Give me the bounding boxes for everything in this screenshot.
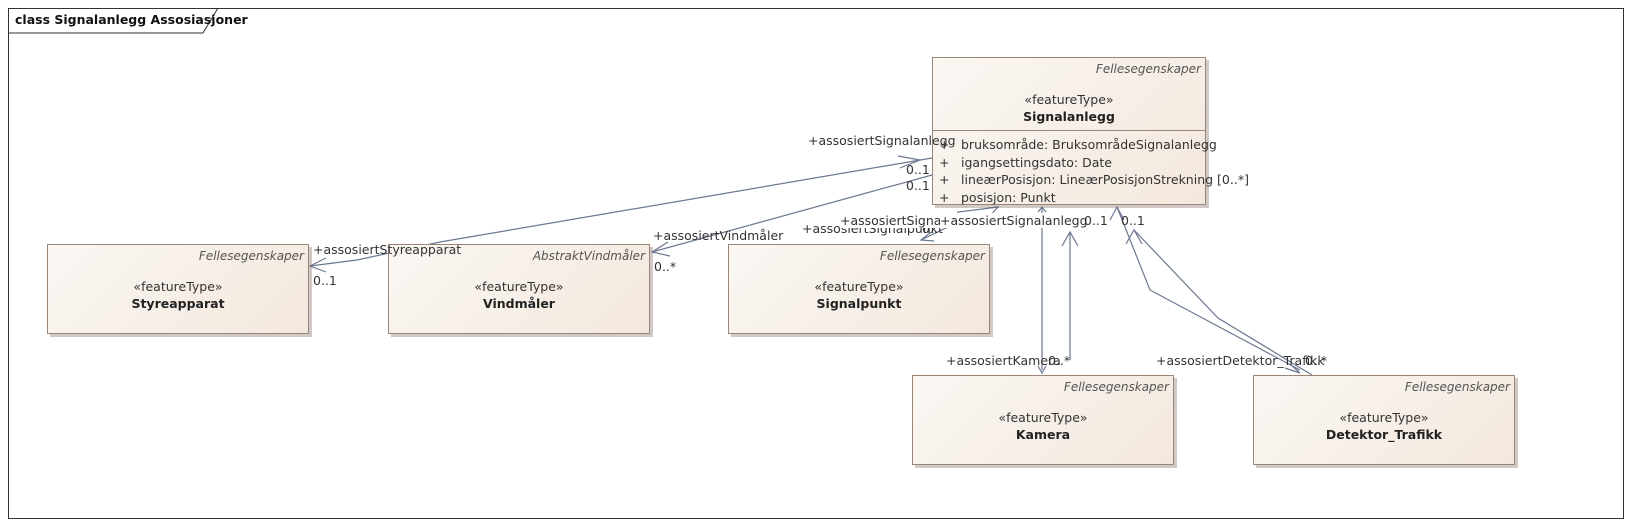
attribute-row[interactable]: + igangsettingsdato: Date <box>939 154 1249 172</box>
class-detektor-trafikk[interactable]: Fellesegenskaper «featureType» Detektor_… <box>1253 375 1515 465</box>
multiplicity-label: 0..1 <box>906 178 930 193</box>
multiplicity-label: 0..1 <box>1084 213 1108 228</box>
attribute-text: bruksområde: BruksområdeSignalanlegg <box>961 137 1217 152</box>
role-label-assosiertdetektor-trafikk: +assosiertDetektor_Trafikk <box>1156 353 1325 368</box>
class-package-label: Fellesegenskaper <box>1404 380 1510 394</box>
multiplicity-label: 0..1 <box>313 273 337 288</box>
role-label-assosiertsignalanlegg: +assosiertSignalanlegg <box>940 213 1088 228</box>
attribute-list: + bruksområde: BruksområdeSignalanlegg + i… <box>939 136 1249 206</box>
class-stereotype: «featureType» <box>1339 410 1429 425</box>
visibility-marker: + <box>939 137 950 152</box>
class-styreapparat[interactable]: Fellesegenskaper «featureType» Styreappa… <box>47 244 309 334</box>
class-stereotype: «featureType» <box>474 279 564 294</box>
attribute-row[interactable]: + posisjon: Punkt <box>939 189 1249 207</box>
class-name: Detektor_Trafikk <box>1325 427 1443 442</box>
visibility-marker: + <box>939 172 950 187</box>
class-name: Signalpunkt <box>816 296 902 311</box>
class-stereotype: «featureType» <box>133 279 223 294</box>
multiplicity-label: 0..* <box>1305 353 1328 368</box>
class-package-label: Fellesegenskaper <box>1063 380 1169 394</box>
class-stereotype: «featureType» <box>814 279 904 294</box>
class-name: Vindmåler <box>483 296 555 311</box>
compartment-divider <box>933 130 1205 131</box>
class-signalanlegg[interactable]: Fellesegenskaper «featureType» Signalanl… <box>932 57 1249 205</box>
attribute-row[interactable]: + lineærPosisjon: LineærPosisjonStrekning… <box>939 171 1249 189</box>
class-name: Styreapparat <box>131 296 225 311</box>
attribute-text: posisjon: Punkt <box>961 189 1056 205</box>
attribute-text: igangsettingsdato: Date <box>961 154 1112 170</box>
class-name: Kamera <box>1015 427 1071 442</box>
visibility-marker: + <box>939 189 950 205</box>
class-kamera[interactable]: Fellesegenskaper «featureType» Kamera <box>912 375 1174 465</box>
role-label-assosiertsignalanlegg: +assosiertSignalan <box>840 213 961 228</box>
edge-vindmaler[interactable] <box>650 174 933 257</box>
diagram-frame <box>8 8 1624 519</box>
class-package-label: Fellesegenskaper <box>198 249 304 263</box>
class-package-label: Fellesegenskaper <box>1095 62 1201 76</box>
frame-title-tab <box>8 8 219 34</box>
attribute-row[interactable]: + bruksområde: BruksområdeSignalanlegg <box>939 136 1249 154</box>
multiplicity-label: 0..1 <box>906 162 930 177</box>
multiplicity-label: 0..* <box>654 259 677 274</box>
class-package-label: Fellesegenskaper <box>879 249 985 263</box>
role-label-assosiertkamera: +assosiertKamera <box>946 353 1061 368</box>
role-label-assosiertsignalanlegg: +assosiertSignalanlegg <box>808 133 956 148</box>
class-name: Signalanlegg <box>1023 109 1115 124</box>
role-label-assosiertstyreapparat: +assosiertStyreapparat <box>313 242 462 257</box>
class-stereotype: «featureType» <box>1024 92 1114 107</box>
diagram-title: class Signalanlegg Assosiasjoner <box>15 12 248 27</box>
class-vindmaler[interactable]: AbstraktVindmåler «featureType» Vindmåle… <box>388 244 650 334</box>
role-label-assosiertvindmaler: +assosiertVindmåler <box>653 228 784 243</box>
class-package-label: AbstraktVindmåler <box>532 249 645 263</box>
class-signalpunkt[interactable]: Fellesegenskaper «featureType» Signalpun… <box>728 244 990 334</box>
class-stereotype: «featureType» <box>998 410 1088 425</box>
multiplicity-label: 0..1 <box>1121 213 1145 228</box>
visibility-marker: + <box>939 154 950 170</box>
multiplicity-label: 0..* <box>1048 353 1071 368</box>
edge-kamera[interactable] <box>1037 206 1079 375</box>
edge-detektor[interactable] <box>1109 205 1313 376</box>
attribute-text: lineærPosisjon: LineærPosisjonStrekning … <box>961 172 1249 187</box>
